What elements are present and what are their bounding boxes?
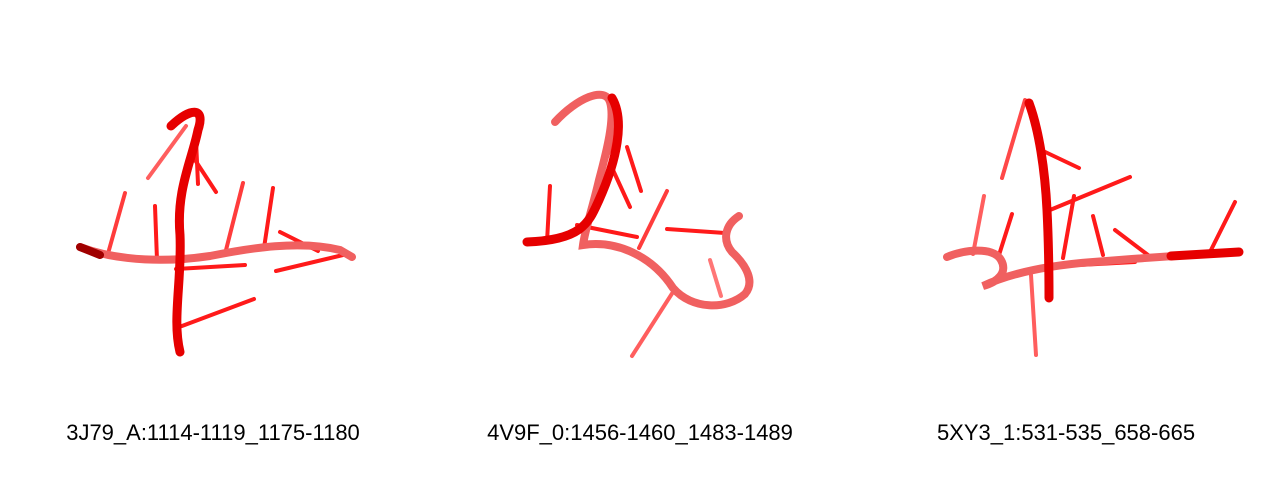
structure-panel-2: 4V9F_0:1456-1460_1483-1489 [427,0,853,480]
backbone-far [943,246,1243,290]
backbone-near [166,107,205,357]
backbone-near [1024,98,1054,303]
backbone-far [76,241,356,264]
backbone-end [1166,247,1244,261]
base-sticks [107,124,345,328]
structure-panel-1: 3J79_A:1114-1119_1175-1180 [0,0,426,480]
rna-structure-4v9f [522,90,754,358]
rna-structure-3j79 [76,107,356,357]
backbone-near [522,93,623,247]
structure-label: 4V9F_0:1456-1460_1483-1489 [487,420,793,445]
base-sticks [971,98,1237,357]
backbone-dark [76,243,104,259]
structure-label: 3J79_A:1114-1119_1175-1180 [66,420,360,445]
backbone-far [551,90,754,310]
structure-label: 5XY3_1:531-535_658-665 [936,420,1196,445]
base-sticks [545,126,727,358]
rna-structure-5xy3 [943,98,1244,357]
structure-panel-3: 5XY3_1:531-535_658-665 [853,0,1279,480]
